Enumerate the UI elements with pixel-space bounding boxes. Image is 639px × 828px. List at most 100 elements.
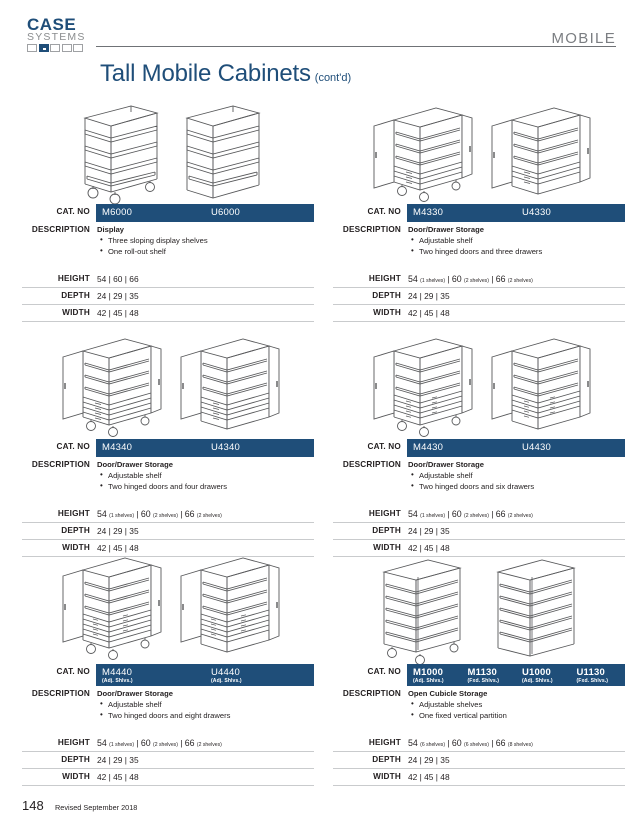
- width-label: WIDTH: [22, 539, 96, 557]
- height-value: 54 (1 shelves) | 60 (2 shelves) | 66 (2 …: [97, 738, 222, 748]
- cat-no-label: CAT. NO: [56, 667, 90, 676]
- cat-no-item: U4340: [205, 439, 314, 457]
- cat-no-row: CAT. NO M4430 U4430: [333, 439, 625, 457]
- depth-value: 24 | 29 | 35: [97, 291, 139, 301]
- height-part-note: (1 shelves): [420, 278, 446, 284]
- width-value: 42 | 45 | 48: [97, 308, 139, 318]
- height-part-value: 60: [140, 738, 151, 748]
- description-bullet: Adjustable shelf: [100, 699, 314, 711]
- width-label: WIDTH: [22, 768, 96, 786]
- height-part-note: (2 shelves): [464, 278, 489, 284]
- height-part-note: (1 shelves): [109, 742, 135, 748]
- height-row: HEIGHT 54 (6 shelves) | 60 (6 shelves) |…: [333, 735, 625, 752]
- description-label: DESCRIPTION: [31, 689, 90, 698]
- cat-no-note: (Fxd. Shlvs.): [576, 678, 609, 684]
- description-title: Display: [97, 225, 125, 234]
- spec-table-m4330: CAT. NO M4330 U4330 DESCRIPTION Door/Dra…: [333, 204, 625, 322]
- cat-no-item: U4430: [516, 439, 625, 457]
- cat-no-bar: M4340 U4340: [96, 439, 314, 457]
- description-bullet: Two hinged doors and six drawers: [411, 481, 625, 493]
- depth-row: DEPTH 24 | 29 | 35: [22, 522, 314, 540]
- width-label: WIDTH: [333, 304, 407, 322]
- height-part-value: 66: [495, 738, 506, 748]
- cat-no-bar: M4330 U4330: [407, 204, 625, 222]
- height-label: HEIGHT: [22, 506, 96, 523]
- cat-no-label: CAT. NO: [56, 442, 90, 451]
- cat-no-code: M1000: [413, 667, 444, 678]
- height-label: HEIGHT: [333, 271, 407, 288]
- product-illustration-m6000: [22, 96, 314, 204]
- cat-no-bar: M6000 U6000: [96, 204, 314, 222]
- height-part-value: 54: [408, 274, 418, 284]
- width-row: WIDTH 42 | 45 | 48: [333, 304, 625, 322]
- product-illustration-m4340: [22, 331, 314, 439]
- description-title: Door/Drawer Storage: [97, 460, 173, 469]
- spacer: [96, 257, 314, 271]
- height-value: 54 (6 shelves) | 60 (6 shelves) | 66 (8 …: [408, 738, 533, 748]
- cat-no-item: M4430: [407, 439, 516, 457]
- product-block-m1000: CAT. NO M1000 (Adj. Shlvs.) M1130 (Fxd. …: [333, 556, 625, 786]
- width-label: WIDTH: [333, 768, 407, 786]
- brand-logo: CASE SYSTEMS: [27, 15, 95, 52]
- height-row: HEIGHT 54 (1 shelves) | 60 (2 shelves) |…: [22, 506, 314, 523]
- description-bullets: Adjustable shelf Two hinged doors and fo…: [97, 470, 314, 493]
- cat-no-code: U4440: [211, 667, 240, 678]
- height-part-note: (6 shelves): [420, 742, 446, 748]
- description-row: DESCRIPTION Door/Drawer Storage Adjustab…: [333, 457, 625, 506]
- spacer: [96, 492, 314, 506]
- description-content: Door/Drawer Storage Adjustable shelf Two…: [407, 457, 625, 492]
- height-part-note: (2 shelves): [196, 513, 222, 519]
- cat-no-row: CAT. NO M1000 (Adj. Shlvs.) M1130 (Fxd. …: [333, 664, 625, 686]
- cat-no-item: M1000 (Adj. Shlvs.): [407, 664, 462, 684]
- description-content: Door/Drawer Storage Adjustable shelf Two…: [96, 457, 314, 492]
- cat-no-row: CAT. NO M4330 U4330: [333, 204, 625, 222]
- width-row: WIDTH 42 | 45 | 48: [333, 768, 625, 786]
- height-row: HEIGHT 54 (1 shelves) | 60 (2 shelves) |…: [22, 735, 314, 752]
- description-label: DESCRIPTION: [342, 689, 401, 698]
- description-bullet: Two hinged doors and four drawers: [100, 481, 314, 493]
- logo-squares: [27, 44, 95, 52]
- height-value: 54 (1 shelves) | 60 (2 shelves) | 66 (2 …: [408, 274, 533, 284]
- description-title: Door/Drawer Storage: [408, 225, 484, 234]
- cat-no-item: M6000: [96, 204, 205, 222]
- header-divider: [96, 46, 616, 47]
- description-bullet: Adjustable shelf: [411, 235, 625, 247]
- description-bullets: Adjustable shelf Two hinged doors and ei…: [97, 699, 314, 721]
- cat-no-code: M1130: [467, 667, 498, 678]
- cat-no-code: M4330: [413, 207, 444, 218]
- header-category-label: MOBILE: [551, 30, 616, 47]
- spec-table-m4430: CAT. NO M4430 U4430 DESCRIPTION Door/Dra…: [333, 439, 625, 557]
- height-part-note: (2 shelves): [153, 513, 178, 519]
- description-row: DESCRIPTION Open Cubicle Storage Adjusta…: [333, 686, 625, 735]
- page-number: 148: [22, 798, 44, 813]
- height-part-value: 60: [451, 274, 462, 284]
- cat-no-code: M4430: [413, 442, 444, 453]
- spec-table-m1000: CAT. NO M1000 (Adj. Shlvs.) M1130 (Fxd. …: [333, 664, 625, 786]
- cat-no-item: U1130 (Fxd. Shlvs.): [571, 664, 626, 684]
- logo-case-text: CASE: [27, 15, 77, 34]
- cat-no-item: M1130 (Fxd. Shlvs.): [462, 664, 517, 684]
- cat-no-code: M6000: [102, 207, 133, 218]
- cat-no-bar: M4430 U4430: [407, 439, 625, 457]
- description-bullet: Adjustable shelves: [411, 699, 625, 711]
- cat-no-code: M4340: [102, 442, 133, 453]
- cat-no-note: (Adj. Shlvs.): [522, 678, 553, 684]
- logo-square-1: [27, 44, 37, 52]
- page-title-text: Tall Mobile Cabinets: [100, 60, 311, 87]
- height-part-note: (1 shelves): [109, 513, 135, 519]
- height-part-value: 60: [140, 509, 151, 519]
- depth-label: DEPTH: [333, 751, 407, 769]
- description-label: DESCRIPTION: [31, 460, 90, 469]
- height-label: HEIGHT: [22, 271, 96, 288]
- cat-no-item: U1000 (Adj. Shlvs.): [516, 664, 571, 684]
- spacer: [407, 721, 625, 735]
- height-part-value: 54: [97, 738, 107, 748]
- product-illustration-m4330: [333, 96, 625, 204]
- height-part-note: (2 shelves): [153, 742, 178, 748]
- height-part-value: 54: [408, 509, 418, 519]
- depth-label: DEPTH: [22, 522, 96, 540]
- description-content: Display Three sloping display shelves On…: [96, 222, 314, 257]
- height-label: HEIGHT: [333, 735, 407, 752]
- logo-square-5: [73, 44, 83, 52]
- depth-value: 24 | 29 | 35: [408, 526, 450, 536]
